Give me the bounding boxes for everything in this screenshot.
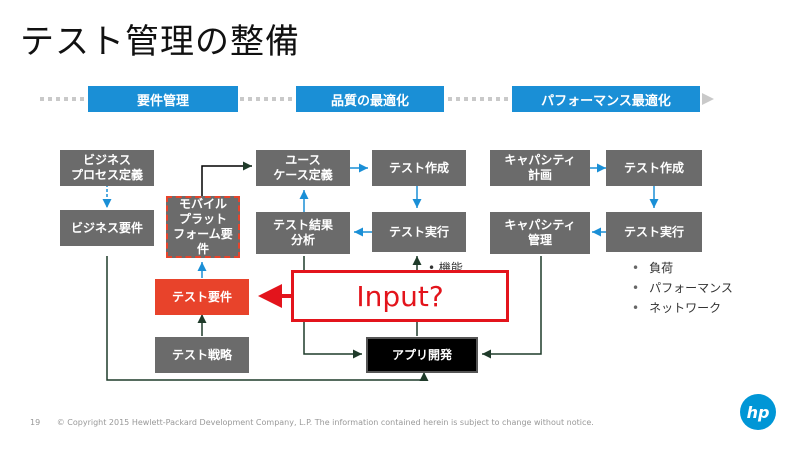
copyright-text: © Copyright 2015 Hewlett-Packard Develop… [56,418,594,427]
page-number: 19 [30,418,41,427]
box-capacity-management: キャパシティ 管理 [490,212,590,254]
box-test-create-2: テスト作成 [606,150,702,186]
phase-performance: パフォーマンス最適化 [512,86,700,112]
box-mobile-platform: モバイル プラット フォーム要件 [166,196,240,258]
bullet-performance: パフォーマンス [632,278,733,298]
bullet-load: 負荷 [632,258,733,278]
bullet-network: ネットワーク [632,298,733,318]
box-test-exec-1: テスト実行 [372,212,466,252]
box-test-result-analysis: テスト結果 分析 [256,212,350,254]
phase-requirements: 要件管理 [88,86,238,112]
timeline-arrowhead [702,93,714,105]
input-callout: Input? [291,270,509,322]
box-use-case: ユース ケース定義 [256,150,350,186]
performance-bullets: 負荷 パフォーマンス ネットワーク [632,258,733,318]
box-app-development: アプリ開発 [366,337,478,373]
page-title: テスト管理の整備 [20,22,300,62]
box-test-exec-2: テスト実行 [606,212,702,252]
phase-quality: 品質の最適化 [296,86,444,112]
box-business-process: ビジネス プロセス定義 [60,150,154,186]
box-business-requirements: ビジネス要件 [60,210,154,246]
box-test-requirements: テスト要件 [155,279,249,315]
box-test-strategy: テスト戦略 [155,337,249,373]
footer: 19 © Copyright 2015 Hewlett-Packard Deve… [30,418,594,427]
box-test-create-1: テスト作成 [372,150,466,186]
box-capacity-planning: キャパシティ 計画 [490,150,590,186]
hp-logo-icon: hp [740,394,776,430]
